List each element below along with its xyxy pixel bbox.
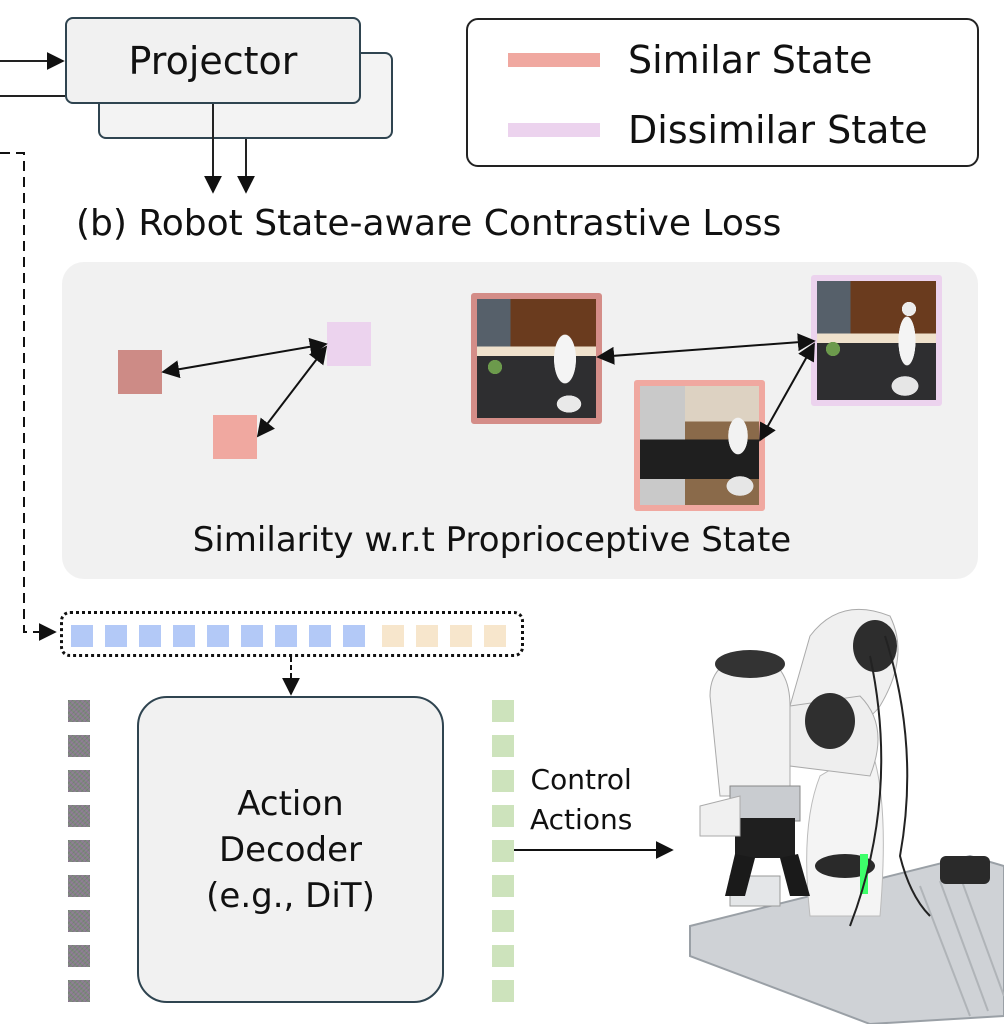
vision-language-token: [275, 625, 297, 647]
kitchen-scene-image: [640, 386, 759, 505]
vision-language-token: [105, 625, 127, 647]
legend-label-similar: Similar State: [628, 38, 873, 82]
state-token: [450, 625, 472, 647]
vision-language-token: [71, 625, 93, 647]
panel-caption: Similarity w.r.t Proprioceptive State: [192, 520, 792, 560]
legend: Similar State Dissimilar State: [466, 18, 979, 167]
embedding-similar-dark: [118, 350, 162, 394]
vision-language-token: [207, 625, 229, 647]
robot-arm-photo: [689, 608, 1004, 1024]
action-token: [492, 945, 514, 967]
action-decoder-box: Action Decoder (e.g., DiT): [137, 696, 444, 1003]
legend-swatch-dissimilar: [508, 123, 600, 137]
state-token: [484, 625, 506, 647]
noise-token: [68, 945, 90, 967]
thumbnail-similar-dark: [471, 293, 602, 424]
dashed-bypass-line: [0, 152, 57, 641]
noise-token: [68, 700, 90, 722]
decoder-label-line3: (e.g., DiT): [206, 875, 375, 916]
action-token: [492, 735, 514, 757]
noise-token: [68, 770, 90, 792]
vision-language-token: [173, 625, 195, 647]
action-token: [492, 770, 514, 792]
control-label-line2: Actions: [530, 803, 633, 836]
thumbnail-dissimilar: [811, 275, 942, 406]
thumbnail-similar: [634, 380, 765, 511]
action-token: [492, 875, 514, 897]
noise-token: [68, 840, 90, 862]
legend-item-similar: Similar State: [508, 38, 872, 82]
embedding-dissimilar: [327, 322, 371, 366]
vision-language-token: [343, 625, 365, 647]
action-token: [492, 980, 514, 1002]
control-label-line1: Control: [530, 763, 632, 796]
kitchen-scene-image: [817, 281, 936, 400]
projector-label: Projector: [128, 38, 298, 83]
control-actions-label: Control Actions: [530, 760, 632, 840]
legend-item-dissimilar: Dissimilar State: [508, 108, 928, 152]
noise-token: [68, 910, 90, 932]
embedding-similar: [213, 415, 257, 459]
kitchen-scene-image: [477, 299, 596, 418]
vision-language-token: [309, 625, 331, 647]
vision-language-token: [241, 625, 263, 647]
action-token: [492, 805, 514, 827]
token-sequence: [60, 611, 524, 657]
legend-swatch-similar: [508, 53, 600, 67]
state-token: [416, 625, 438, 647]
state-token: [382, 625, 404, 647]
noise-token: [68, 875, 90, 897]
noise-token: [68, 805, 90, 827]
noise-token: [68, 735, 90, 757]
noise-token: [68, 980, 90, 1002]
decoder-label-line2: Decoder: [218, 829, 363, 870]
legend-label-dissimilar: Dissimilar State: [628, 108, 928, 152]
action-token: [492, 700, 514, 722]
vision-language-token: [139, 625, 161, 647]
action-token: [492, 840, 514, 862]
action-token: [492, 910, 514, 932]
projector-box: Projector: [65, 17, 361, 104]
decoder-label-line1: Action: [237, 783, 344, 824]
section-title: (b) Robot State-aware Contrastive Loss: [76, 203, 782, 244]
